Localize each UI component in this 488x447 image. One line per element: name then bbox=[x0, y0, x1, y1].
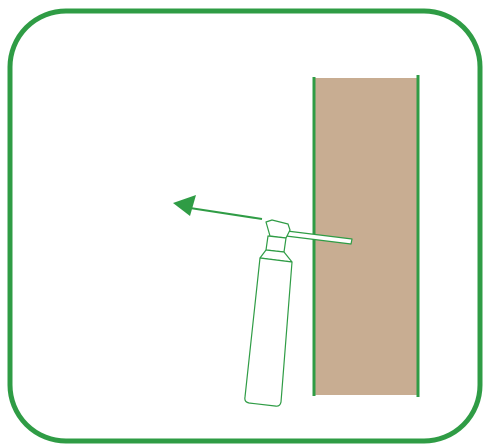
spray-can-icon bbox=[244, 219, 353, 407]
direction-arrow-icon bbox=[173, 195, 263, 220]
